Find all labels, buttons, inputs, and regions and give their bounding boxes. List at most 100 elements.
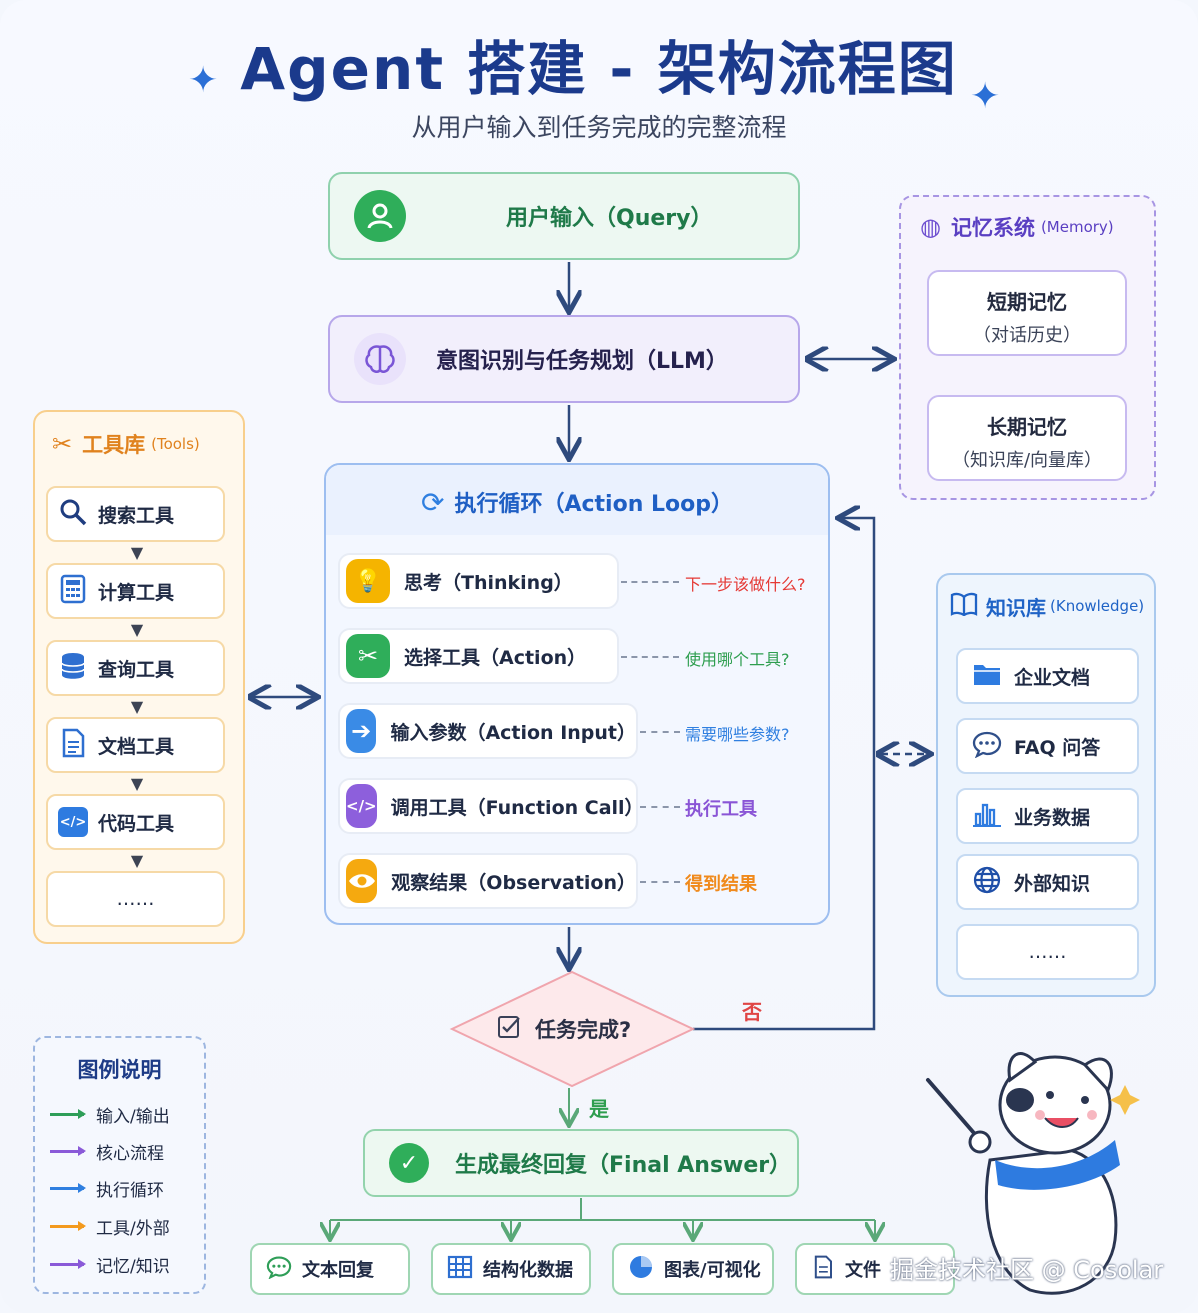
tools-header: ✂ 工具库 (Tools) xyxy=(52,427,200,461)
output-charts: 图表/可视化 xyxy=(612,1243,774,1295)
short-term-desc: （对话历史） xyxy=(973,325,1081,346)
loop-step-action: ✂ 选择工具（Action） xyxy=(338,628,619,684)
page-title: Agent 搭建 - 架构流程图 xyxy=(240,35,958,103)
loop-step-function-call: </> 调用工具（Function Call） xyxy=(338,778,644,834)
step-label: 选择工具（Action） xyxy=(404,646,587,669)
legend-swatch xyxy=(50,1108,86,1119)
knowledge-header: 知识库 (Knowledge) xyxy=(950,590,1144,622)
knowledge-label: 企业文档 xyxy=(1014,666,1091,689)
tool-document: 文档工具 xyxy=(46,717,225,773)
step-label: 调用工具（Function Call） xyxy=(390,796,644,819)
intent-label: 意图识别与任务规划（LLM） xyxy=(436,349,728,374)
step-note: 得到结果 xyxy=(685,874,757,895)
step-connector xyxy=(640,806,680,808)
tools-title-en: (Tools) xyxy=(151,435,200,453)
tool-label: 计算工具 xyxy=(98,581,175,604)
calculator-icon xyxy=(58,574,88,608)
legend-item: 执行循环 xyxy=(50,1176,164,1201)
checklist-icon xyxy=(497,1014,523,1044)
legend-item: 输入/输出 xyxy=(50,1102,170,1127)
lightbulb-icon: 💡 xyxy=(346,559,390,603)
memory-title-en: (Memory) xyxy=(1040,218,1114,236)
legend-swatch xyxy=(50,1182,86,1193)
decision-label: 任务完成? xyxy=(535,1018,632,1042)
legend-label: 记忆/知识 xyxy=(96,1256,170,1277)
decision-no-label: 否 xyxy=(742,1000,762,1024)
short-term-memory: 短期记忆 （对话历史） xyxy=(927,270,1127,356)
legend-title: 图例说明 xyxy=(77,1058,162,1082)
loop-step-action-input: ➔ 输入参数（Action Input） xyxy=(338,703,638,759)
chat-icon xyxy=(972,730,1002,762)
user-input-node: 用户输入（Query） xyxy=(328,172,800,260)
output-label: 图表/可视化 xyxy=(664,1260,761,1281)
user-input-label: 用户输入（Query） xyxy=(506,206,713,231)
step-note: 需要哪些参数? xyxy=(685,725,790,744)
output-label: 文本回复 xyxy=(302,1260,374,1281)
decision-yes-label: 是 xyxy=(589,1097,609,1121)
step-label: 输入参数（Action Input） xyxy=(390,721,636,744)
decision-node: 任务完成? xyxy=(497,1012,631,1046)
legend-label: 输入/输出 xyxy=(96,1106,170,1127)
tool-label: 查询工具 xyxy=(98,658,175,681)
long-term-memory: 长期记忆 （知识库/向量库） xyxy=(927,395,1127,481)
eye-icon xyxy=(346,859,378,903)
short-term-title: 短期记忆 xyxy=(987,290,1067,314)
refresh-icon: ⟳ xyxy=(420,485,445,519)
final-answer-node: ✓ 生成最终回复（Final Answer） xyxy=(363,1129,799,1197)
bar-chart-icon xyxy=(972,800,1002,832)
tools-title: 工具库 xyxy=(82,433,146,457)
wrench-icon: ✂ xyxy=(52,430,73,458)
folder-icon xyxy=(972,661,1002,691)
knowledge-title: 知识库 xyxy=(986,595,1046,620)
chat-icon xyxy=(266,1255,292,1283)
table-icon xyxy=(447,1255,473,1283)
legend-swatch xyxy=(50,1145,86,1156)
final-answer-label: 生成最终回复（Final Answer） xyxy=(455,1153,792,1178)
document-icon xyxy=(58,728,88,762)
legend-item: 核心流程 xyxy=(50,1139,164,1164)
knowledge-label: 业务数据 xyxy=(1014,806,1091,829)
page-subtitle: 从用户输入到任务完成的完整流程 xyxy=(411,113,787,142)
long-term-desc: （知识库/向量库） xyxy=(951,450,1103,471)
login-arrow-icon: ➔ xyxy=(346,709,377,753)
step-label: 观察结果（Observation） xyxy=(391,871,636,894)
tool-arrow: ▼ xyxy=(130,697,144,716)
loop-step-thinking: 💡 思考（Thinking） xyxy=(338,553,619,609)
step-connector xyxy=(621,581,679,583)
legend-item: 工具/外部 xyxy=(50,1214,170,1239)
step-note: 下一步该做什么? xyxy=(685,575,806,594)
output-arrows xyxy=(330,1088,875,1238)
brain-icon xyxy=(354,333,406,385)
output-text-reply: 文本回复 xyxy=(250,1243,410,1295)
knowledge-label: FAQ 问答 xyxy=(1014,736,1101,759)
tool-calculator: 计算工具 xyxy=(46,563,225,619)
knowledge-title-en: (Knowledge) xyxy=(1050,597,1145,615)
main-flow-arrows xyxy=(253,262,1026,1031)
tool-arrow: ▼ xyxy=(130,543,144,562)
action-loop-panel xyxy=(324,463,830,925)
legend-item: 记忆/知识 xyxy=(50,1252,170,1277)
legend-panel xyxy=(33,1036,206,1294)
tool-label: 文档工具 xyxy=(98,735,175,758)
step-note: 使用哪个工具? xyxy=(685,650,790,669)
tool-code: </> 代码工具 xyxy=(46,794,225,850)
code-icon: </> xyxy=(346,784,377,828)
action-loop-title-row: ⟳ 执行循环（Action Loop） xyxy=(326,484,828,520)
knowledge-item-more: …… xyxy=(956,924,1139,980)
output-file: 文件 xyxy=(795,1243,955,1295)
arrow-no-back-to-loop xyxy=(693,518,876,1031)
document-icon xyxy=(811,1254,835,1284)
globe-icon xyxy=(972,865,1002,899)
search-icon xyxy=(58,497,88,531)
tool-label: 搜索工具 xyxy=(98,504,175,527)
tool-more-label: …… xyxy=(116,888,155,910)
tool-label: 代码工具 xyxy=(98,812,175,835)
step-label: 思考（Thinking） xyxy=(404,571,573,594)
step-connector xyxy=(640,731,680,733)
step-connector xyxy=(621,656,679,658)
tool-more: …… xyxy=(46,871,225,927)
database-icon xyxy=(58,651,88,685)
knowledge-item: 企业文档 xyxy=(956,648,1139,704)
legend-label: 执行循环 xyxy=(96,1180,164,1201)
legend-label: 工具/外部 xyxy=(96,1218,170,1239)
